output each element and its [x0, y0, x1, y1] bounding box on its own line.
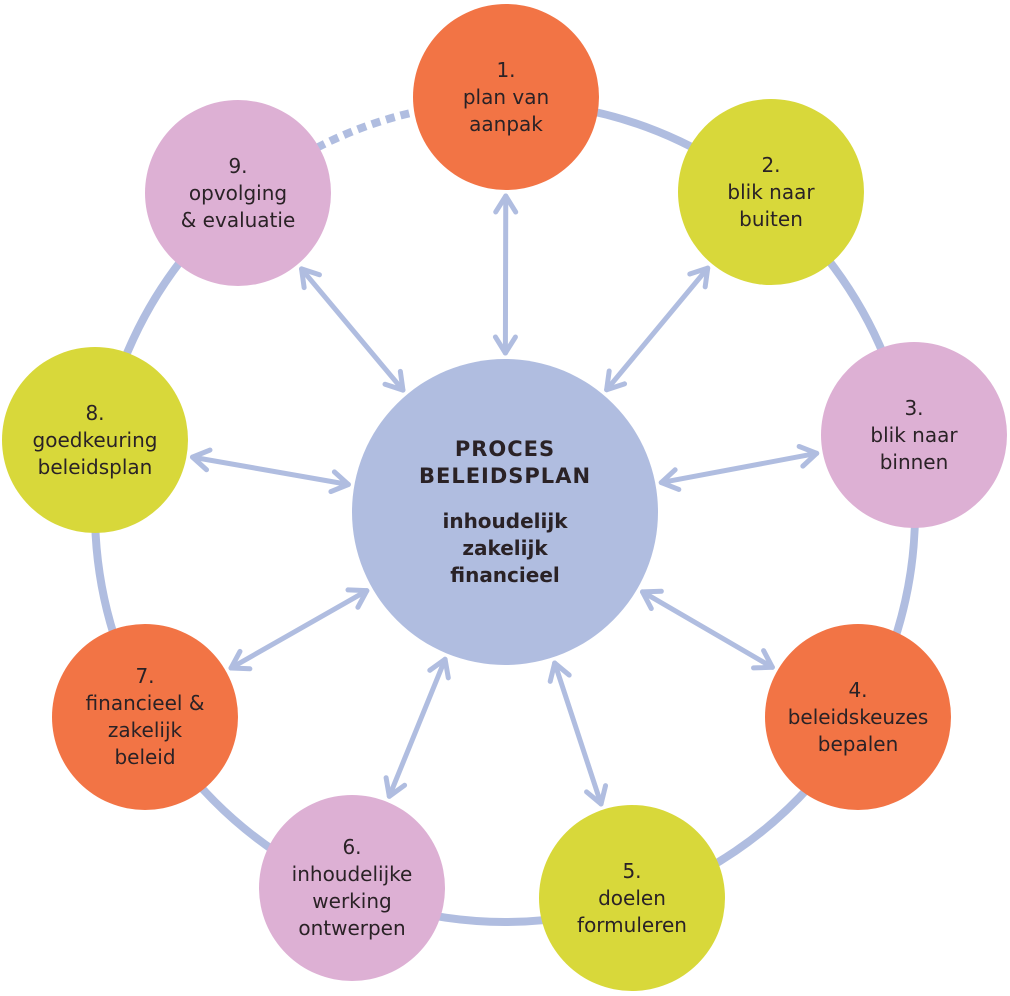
- arrowhead: [751, 648, 775, 671]
- arrowhead: [383, 775, 408, 799]
- step-label-line: buiten: [739, 206, 803, 231]
- step-node-1: 1. plan van aanpak: [413, 4, 599, 190]
- step-label-line: doelen: [598, 885, 666, 910]
- step-number: 1.: [496, 57, 516, 82]
- arrowhead: [382, 368, 406, 393]
- arrowhead: [687, 265, 711, 290]
- step-label-line: aanpak: [469, 111, 543, 136]
- arrowhead: [345, 587, 370, 610]
- step-node-2: 2. blik naar buiten: [678, 99, 864, 285]
- step-label-line: blik naar: [870, 422, 958, 447]
- arrowhead: [639, 588, 664, 612]
- center-sub-line: inhoudelijk: [442, 508, 568, 533]
- step-number: 2.: [761, 152, 781, 177]
- center-sub-line: zakelijk: [462, 535, 548, 560]
- center-sub-line: financieel: [450, 562, 560, 587]
- step-label-line: formuleren: [577, 912, 687, 937]
- step-node-7: 7. financieel & zakelijk beleid: [52, 624, 238, 810]
- arrowhead: [228, 648, 253, 672]
- step-label-line: blik naar: [727, 179, 815, 204]
- connector-arrow: [299, 266, 406, 393]
- step-node-9: 9. opvolging & evaluatie: [145, 100, 331, 286]
- arrowhead: [299, 266, 322, 291]
- center-title-line: BELEIDSPLAN: [418, 463, 592, 488]
- step-number: 6.: [342, 835, 362, 859]
- center-title-line: PROCES: [454, 436, 556, 461]
- step-number: 4.: [848, 677, 868, 702]
- step-label-line: binnen: [879, 449, 949, 474]
- center-node: PROCES BELEIDSPLAN inhoudelijk zakelijk …: [352, 359, 658, 665]
- step-node-5: 5. doelen formuleren: [539, 805, 725, 991]
- connector-arrow: [658, 450, 820, 486]
- step-node-3: 3. blik naar binnen: [821, 342, 1007, 528]
- step-label-line: inhoudelijke: [291, 862, 413, 886]
- step-label-line: zakelijk: [107, 718, 183, 742]
- connector-arrow: [228, 588, 370, 671]
- step-label-line: opvolging: [188, 180, 288, 205]
- step-node-4: 4. beleidskeuzes bepalen: [765, 624, 951, 810]
- step-number: 3.: [904, 395, 924, 420]
- step-number: 7.: [135, 664, 155, 688]
- step-label-line: beleidskeuzes: [787, 704, 929, 729]
- step-label-line: beleid: [114, 745, 176, 769]
- connector-arrow: [639, 589, 775, 670]
- step-label-line: goedkeuring: [32, 427, 158, 452]
- arrowhead: [796, 443, 820, 469]
- connector-arrow: [604, 265, 711, 393]
- arrowhead: [584, 783, 609, 807]
- step-label-line: bepalen: [817, 731, 899, 756]
- step-node-8: 8. goedkeuring beleidsplan: [2, 347, 188, 533]
- arrowhead: [547, 660, 572, 684]
- connector-arrow: [386, 656, 448, 799]
- step-number: 8.: [85, 400, 105, 425]
- step-label-line: financieel &: [85, 691, 205, 715]
- step-label-line: werking: [312, 889, 392, 913]
- arrowhead: [328, 469, 351, 495]
- step-label-line: beleidsplan: [37, 454, 153, 479]
- step-node-6: 6. inhoudelijke werking ontwerpen: [259, 795, 445, 981]
- arrowhead: [604, 368, 628, 393]
- arrowhead: [427, 656, 451, 681]
- arrowhead: [493, 193, 519, 215]
- arrowhead: [190, 447, 213, 473]
- arrowhead: [492, 334, 518, 356]
- connector-arrow: [190, 454, 351, 487]
- connector-arrow: [552, 660, 604, 807]
- step-number: 5.: [622, 858, 642, 883]
- step-label-line: & evaluatie: [180, 207, 296, 232]
- arrow-group: [190, 193, 820, 807]
- arrowhead: [658, 467, 682, 492]
- step-number: 9.: [228, 153, 248, 178]
- step-label-line: ontwerpen: [298, 916, 406, 940]
- step-label-line: plan van: [462, 84, 550, 109]
